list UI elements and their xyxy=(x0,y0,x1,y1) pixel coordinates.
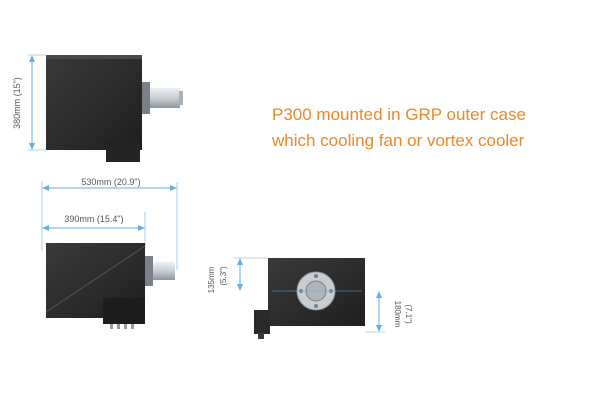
body-length-label: 390mm (15.4") xyxy=(64,214,123,224)
caption-line-1: P300 mounted in GRP outer case xyxy=(272,105,526,124)
case-diagonal xyxy=(45,245,146,313)
front-small-label: 135mm xyxy=(207,266,216,293)
side-view-bottom xyxy=(45,243,175,329)
front-height-label: 180mm xyxy=(393,301,402,328)
front-bracket xyxy=(254,310,270,334)
cooler-fins xyxy=(110,324,134,329)
overall-length-dimension: 530mm (20.9") xyxy=(41,177,178,270)
front-height-inch-label: (7.1") xyxy=(404,304,413,324)
case-body xyxy=(46,55,142,150)
front-view xyxy=(254,258,365,339)
front-connector xyxy=(258,333,264,339)
shaft xyxy=(150,88,180,108)
case-top-edge xyxy=(46,55,142,59)
fan-box xyxy=(106,140,140,162)
overall-length-label: 530mm (20.9") xyxy=(81,177,140,187)
cooler-unit xyxy=(103,298,145,324)
front-height-dimension: 180mm (7.1") xyxy=(365,291,413,333)
shaft-housing xyxy=(142,82,150,114)
caption-line-2: which cooling fan or vortex cooler xyxy=(272,131,525,150)
height-label: 380mm (15") xyxy=(12,77,22,129)
shaft-tip xyxy=(179,91,183,105)
shaft-lower xyxy=(153,262,175,280)
caption: P300 mounted in GRP outer case which coo… xyxy=(272,102,592,154)
front-small-dimension: 135mm (5.3") xyxy=(207,257,268,293)
side-view-top xyxy=(46,55,183,162)
body-length-dimension: 390mm (15.4") xyxy=(42,212,146,248)
front-small-inch-label: (5.3") xyxy=(219,266,228,286)
height-dimension: 380mm (15") xyxy=(12,54,46,151)
shaft-housing-lower xyxy=(145,256,153,286)
